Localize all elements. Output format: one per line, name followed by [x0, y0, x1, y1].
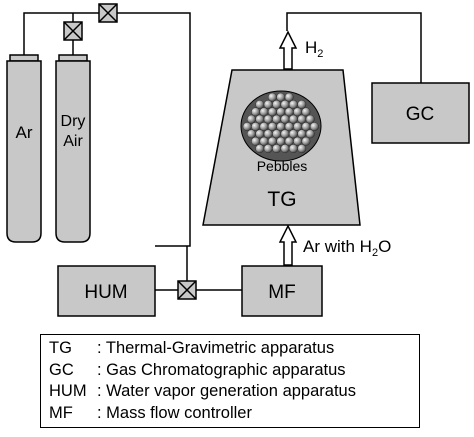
legend-desc: : Thermal-Gravimetric apparatus: [97, 339, 335, 357]
ar-supply-pipe: [23, 12, 99, 55]
pebble: [276, 92, 286, 102]
tg-apparatus: Pebbles TG: [202, 69, 361, 226]
legend-abbr: HUM: [49, 382, 87, 400]
pebble: [255, 100, 265, 109]
pebble: [267, 92, 277, 102]
mf-label: MF: [268, 282, 295, 303]
hum-box: HUM: [57, 265, 156, 317]
ar-cylinder: Ar: [6, 54, 42, 243]
pebble: [301, 136, 311, 146]
valve-icon: [98, 3, 118, 23]
dry-air-label-line2: Air: [63, 133, 83, 150]
pebble: [246, 114, 256, 124]
legend-row-hum: HUM : Water vapor generation apparatus: [49, 381, 419, 403]
pebble: [251, 122, 261, 132]
mf-box: MF: [241, 265, 323, 317]
pebbles-icon: [242, 92, 319, 154]
pebble: [284, 92, 294, 102]
pebble: [263, 100, 273, 109]
tg-label: TG: [267, 188, 296, 211]
pebble: [259, 122, 269, 132]
pebble: [301, 107, 311, 117]
pebble: [251, 107, 261, 117]
pebble: [280, 114, 290, 124]
pebble: [242, 122, 252, 132]
valve-icon: [63, 21, 83, 41]
pebble: [280, 129, 290, 139]
pebble: [288, 114, 298, 124]
legend-desc: : Mass flow controller: [97, 403, 252, 422]
gc-sampling-pipe: [286, 12, 422, 83]
pebble: [280, 100, 290, 109]
legend-abbr: MF: [49, 403, 73, 422]
hum-label: HUM: [84, 282, 127, 303]
pebble: [284, 122, 294, 132]
pebble: [267, 107, 277, 117]
legend-desc: : Gas Chromatographic apparatus: [97, 360, 346, 379]
legend-abbr: TG: [49, 339, 72, 357]
pebble: [284, 107, 294, 117]
pebble: [288, 100, 298, 109]
pebble: [246, 129, 256, 139]
pebble: [293, 107, 302, 117]
inflow-arrow-icon: [278, 224, 298, 266]
ar-with-h2o-label: Ar with H2O: [303, 237, 391, 259]
pebble: [305, 114, 315, 124]
dry-air-cylinder: Dry Air: [55, 54, 91, 243]
pebble: [272, 114, 281, 124]
pebble: [297, 129, 307, 139]
pebble: [259, 107, 269, 117]
pebble: [293, 122, 302, 132]
pebble: [267, 122, 277, 132]
pebble: [305, 129, 315, 139]
h2-label: H2: [305, 38, 323, 60]
pebble: [272, 129, 281, 139]
pebble: [280, 144, 290, 154]
gc-box: GC: [371, 82, 470, 144]
legend-row-mf: MF : Mass flow controller: [49, 403, 419, 425]
pebble: [263, 144, 273, 154]
valve-icon: [177, 280, 197, 300]
pebble: [276, 122, 286, 132]
pebble: [267, 136, 277, 146]
pebble: [255, 129, 265, 139]
pebble: [259, 136, 269, 146]
pebble: [255, 144, 265, 154]
pebble: [293, 136, 302, 146]
pebble: [288, 144, 298, 154]
pebble: [297, 144, 307, 154]
pebble: [288, 129, 298, 139]
pebble: [276, 107, 286, 117]
ar-label: Ar: [16, 123, 33, 142]
pebble: [272, 144, 281, 154]
pebble: [297, 114, 307, 124]
pebble: [272, 100, 281, 109]
h2-outflow-arrow-icon: [278, 30, 298, 70]
legend-abbr: GC: [49, 360, 74, 379]
dry-air-label-line1: Dry: [61, 113, 86, 130]
pebble: [263, 129, 273, 139]
pebbles-label: Pebbles: [257, 158, 308, 174]
gas-piping: [23, 12, 422, 291]
gc-label: GC: [406, 104, 435, 125]
legend-desc: : Water vapor generation apparatus: [97, 382, 356, 400]
pebble: [284, 136, 294, 146]
pebble: [301, 122, 311, 132]
pebble: [263, 114, 273, 124]
legend-row-gc: GC : Gas Chromatographic apparatus: [49, 360, 419, 382]
pebble: [309, 122, 319, 132]
pebble: [297, 100, 307, 109]
legend-row-tg: TG : Thermal-Gravimetric apparatus: [49, 338, 419, 360]
legend-box: TG : Thermal-Gravimetric apparatus GC : …: [40, 334, 420, 428]
pebble: [255, 114, 265, 124]
pebble: [251, 136, 261, 146]
pebble: [276, 136, 286, 146]
main-line-pipe: [117, 12, 191, 247]
